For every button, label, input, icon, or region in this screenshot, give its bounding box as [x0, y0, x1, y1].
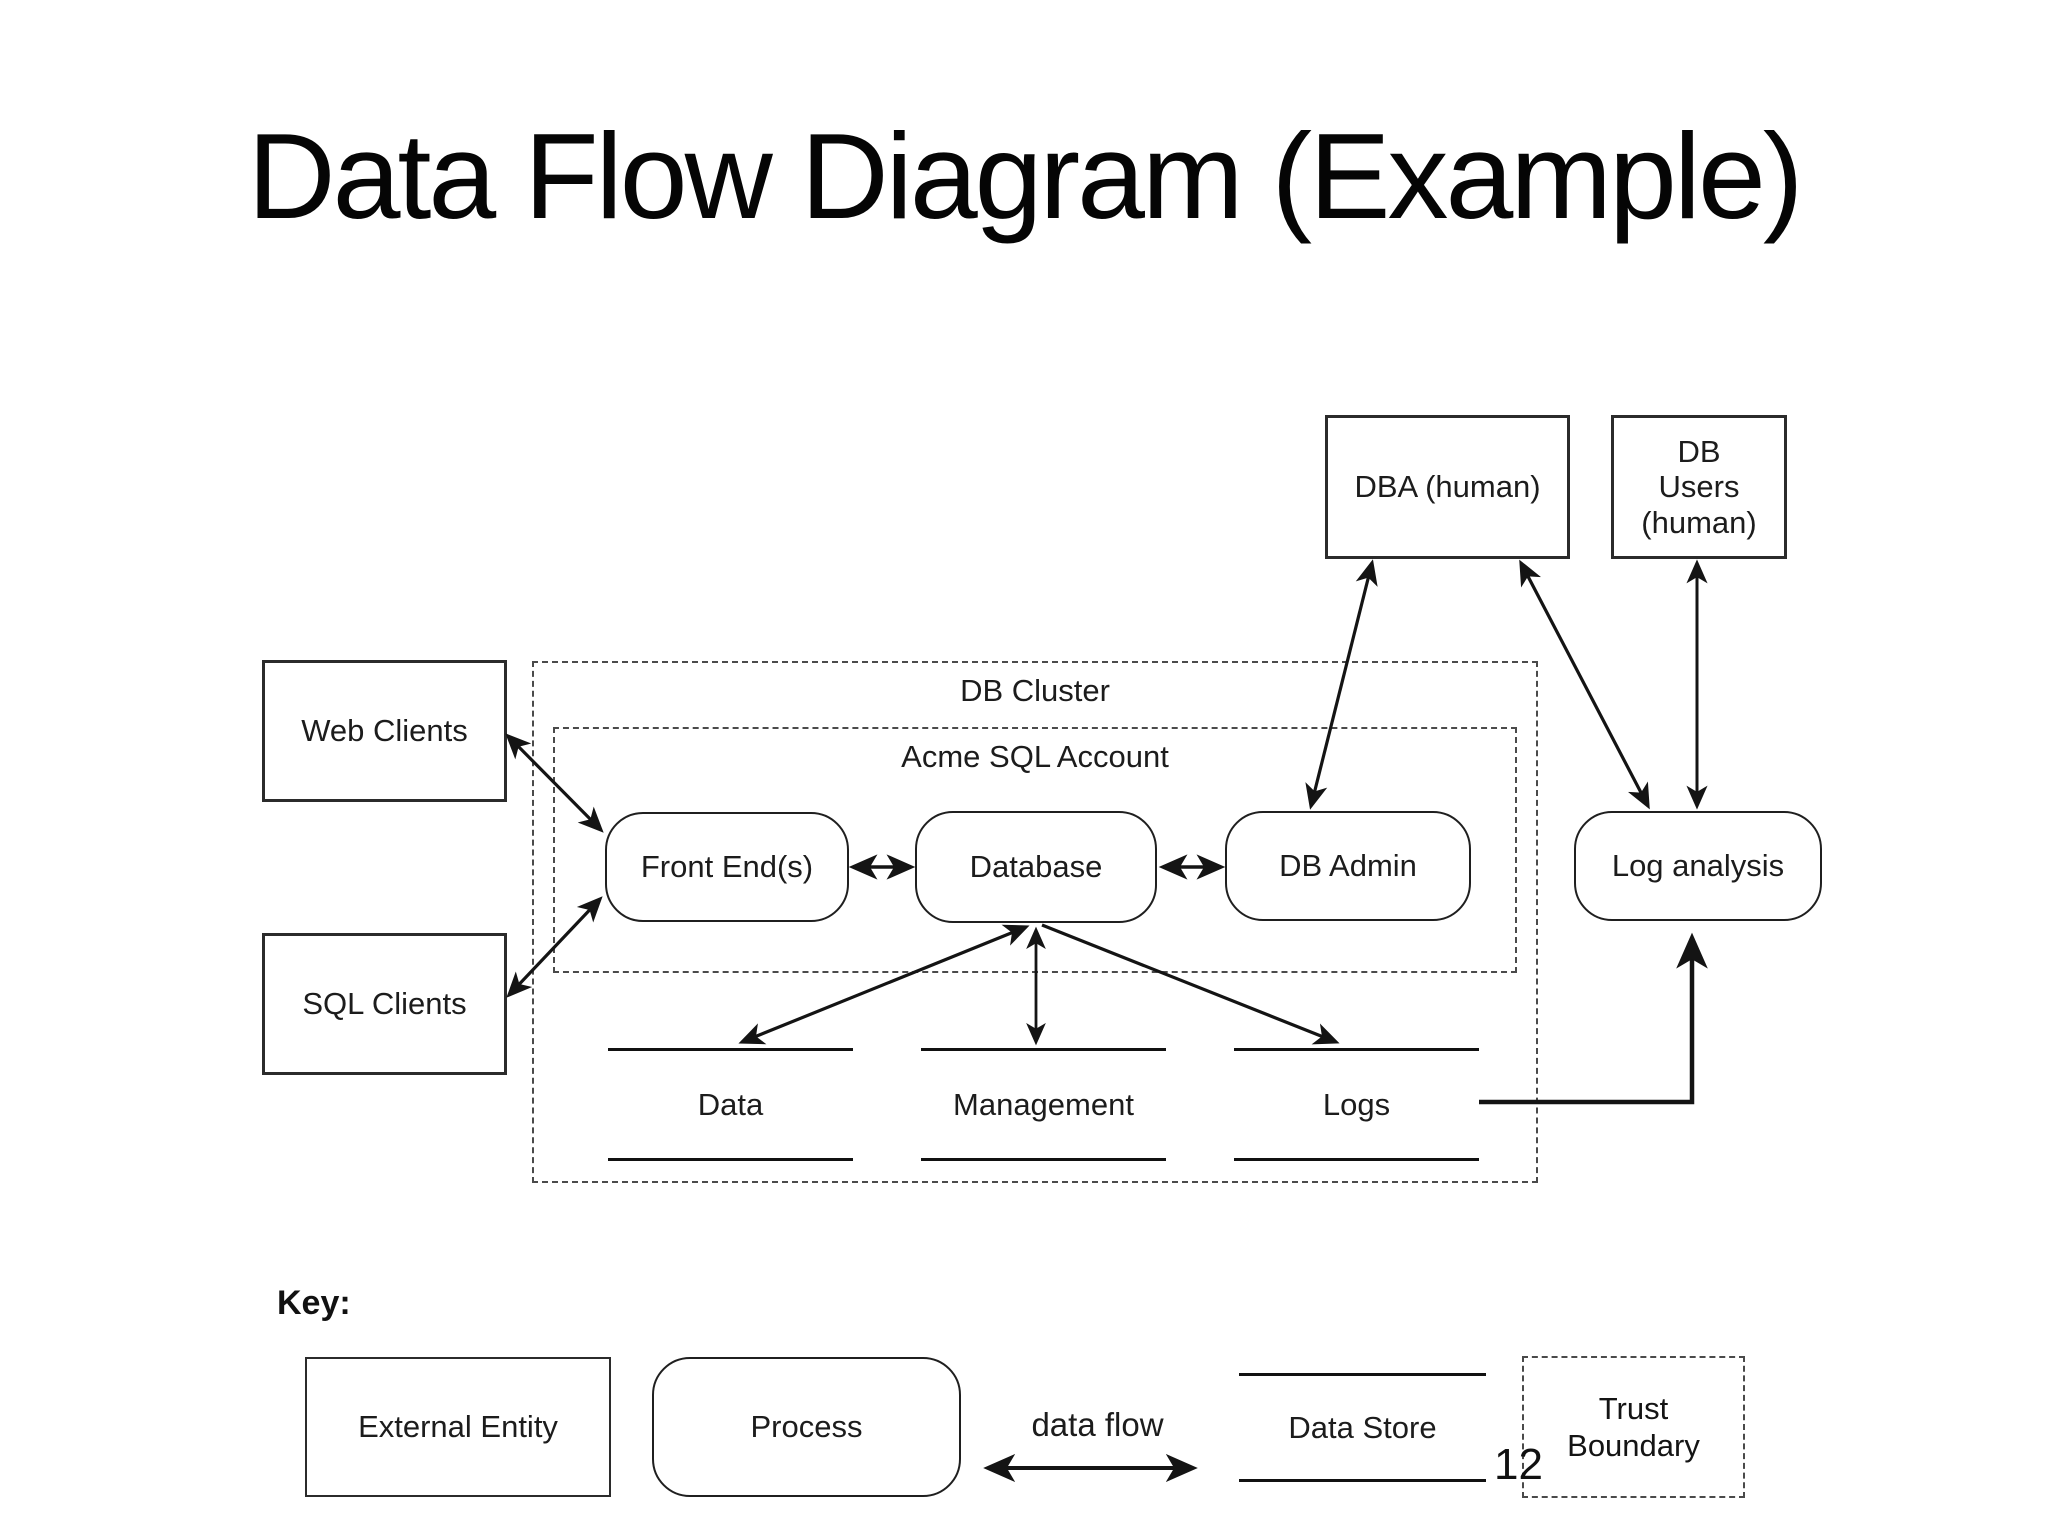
process-log-analysis: Log analysis [1574, 811, 1822, 921]
key-trust-boundary-label: Trust Boundary [1567, 1390, 1700, 1463]
db-users-label: DB Users (human) [1641, 433, 1757, 540]
dba-label: DBA (human) [1354, 469, 1541, 505]
data-store-data-label: Data [697, 1086, 764, 1122]
key-external-entity: External Entity [305, 1357, 611, 1497]
data-store-logs: Logs [1234, 1048, 1479, 1161]
page-title: Data Flow Diagram (Example) [247, 108, 1804, 244]
key-data-store-label: Data Store [1288, 1409, 1437, 1445]
entity-sql-clients: SQL Clients [262, 933, 507, 1075]
process-db-admin: DB Admin [1225, 811, 1471, 921]
entity-db-users: DB Users (human) [1611, 415, 1787, 559]
sql-clients-label: SQL Clients [302, 986, 467, 1022]
data-store-logs-label: Logs [1322, 1086, 1391, 1122]
db-cluster-label: DB Cluster [960, 673, 1110, 708]
key-trust-boundary: Trust Boundary [1522, 1356, 1745, 1498]
log-analysis-label: Log analysis [1611, 848, 1785, 884]
front-ends-label: Front End(s) [640, 849, 814, 885]
process-front-ends: Front End(s) [605, 812, 849, 922]
key-external-entity-label: External Entity [358, 1409, 558, 1445]
web-clients-label: Web Clients [301, 713, 468, 749]
data-store-data: Data [608, 1048, 853, 1161]
page-number: 12 [1494, 1440, 1543, 1489]
key-data-flow-label: data flow [1031, 1406, 1164, 1443]
database-label: Database [969, 849, 1103, 885]
data-store-management-label: Management [953, 1086, 1134, 1122]
entity-web-clients: Web Clients [262, 660, 507, 802]
key-data-store: Data Store [1239, 1373, 1486, 1482]
acme-sql-account-label: Acme SQL Account [901, 739, 1169, 774]
process-database: Database [915, 811, 1157, 923]
data-store-management: Management [921, 1048, 1166, 1161]
key-heading: Key: [277, 1284, 351, 1322]
arrow-dba-log-analysis [1519, 559, 1650, 810]
entity-dba: DBA (human) [1325, 415, 1570, 559]
db-admin-label: DB Admin [1279, 848, 1417, 884]
key-process-label: Process [750, 1409, 863, 1445]
key-process: Process [652, 1357, 961, 1497]
